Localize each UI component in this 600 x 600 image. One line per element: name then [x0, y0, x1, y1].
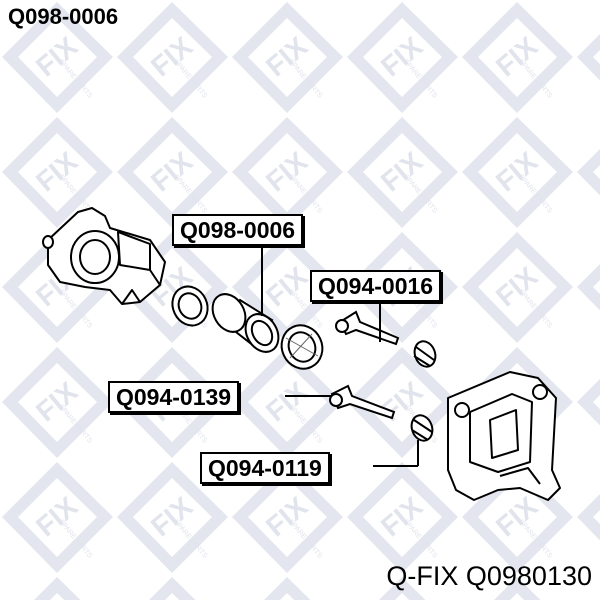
callout-guide-pin-lower: Q094-0139 — [108, 381, 240, 413]
piston-seal — [171, 285, 209, 327]
caliper-bracket — [447, 371, 561, 501]
brand-code: Q0980130 — [465, 561, 592, 591]
caliper-housing — [42, 207, 166, 305]
callout-piston: Q098-0006 — [172, 214, 304, 246]
piston — [211, 293, 280, 353]
dust-boot-ring — [280, 324, 324, 370]
pin-boot-lower — [410, 414, 434, 442]
guide-pin-upper — [335, 310, 400, 346]
brand-caption: Q-FIX Q0980130 — [386, 561, 592, 592]
leader-lines — [261, 244, 419, 467]
pin-boot-upper — [413, 340, 437, 368]
callout-guide-pin-upper: Q094-0016 — [310, 270, 442, 302]
brand-name: Q-FIX — [386, 561, 459, 591]
guide-pin-lower — [329, 384, 396, 420]
callout-pin-boot: Q094-0119 — [200, 452, 330, 484]
page-title: Q098-0006 — [8, 4, 119, 29]
